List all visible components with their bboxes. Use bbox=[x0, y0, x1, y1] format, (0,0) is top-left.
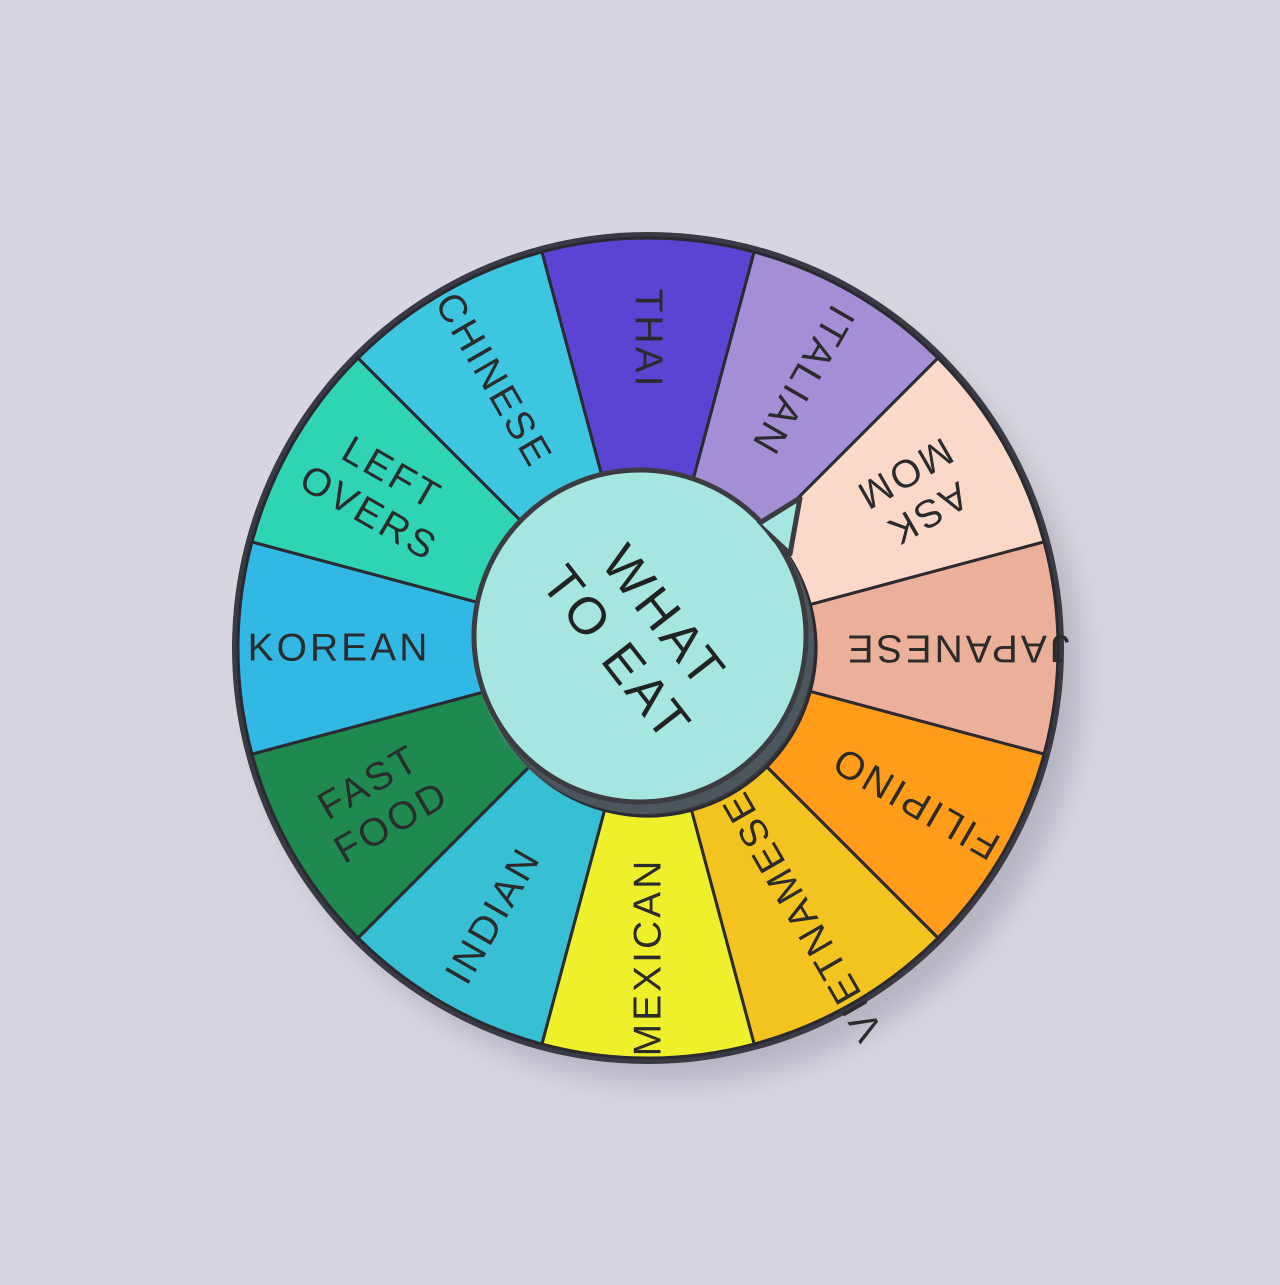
hub-bubble-fill bbox=[477, 473, 803, 799]
hub-bubble-tail bbox=[755, 495, 803, 557]
segment-label-line: THAI bbox=[627, 289, 670, 390]
segment-label-line: JAPANESE bbox=[845, 627, 1070, 670]
segment-label-japanese: JAPANESE bbox=[845, 627, 1070, 670]
segment-label-thai: THAI bbox=[627, 289, 670, 390]
segment-label-korean: KOREAN bbox=[248, 627, 431, 670]
segment-label-line: KOREAN bbox=[248, 627, 431, 670]
segment-label-line: MEXICAN bbox=[627, 858, 670, 1057]
segment-label-mexican: MEXICAN bbox=[627, 858, 670, 1057]
